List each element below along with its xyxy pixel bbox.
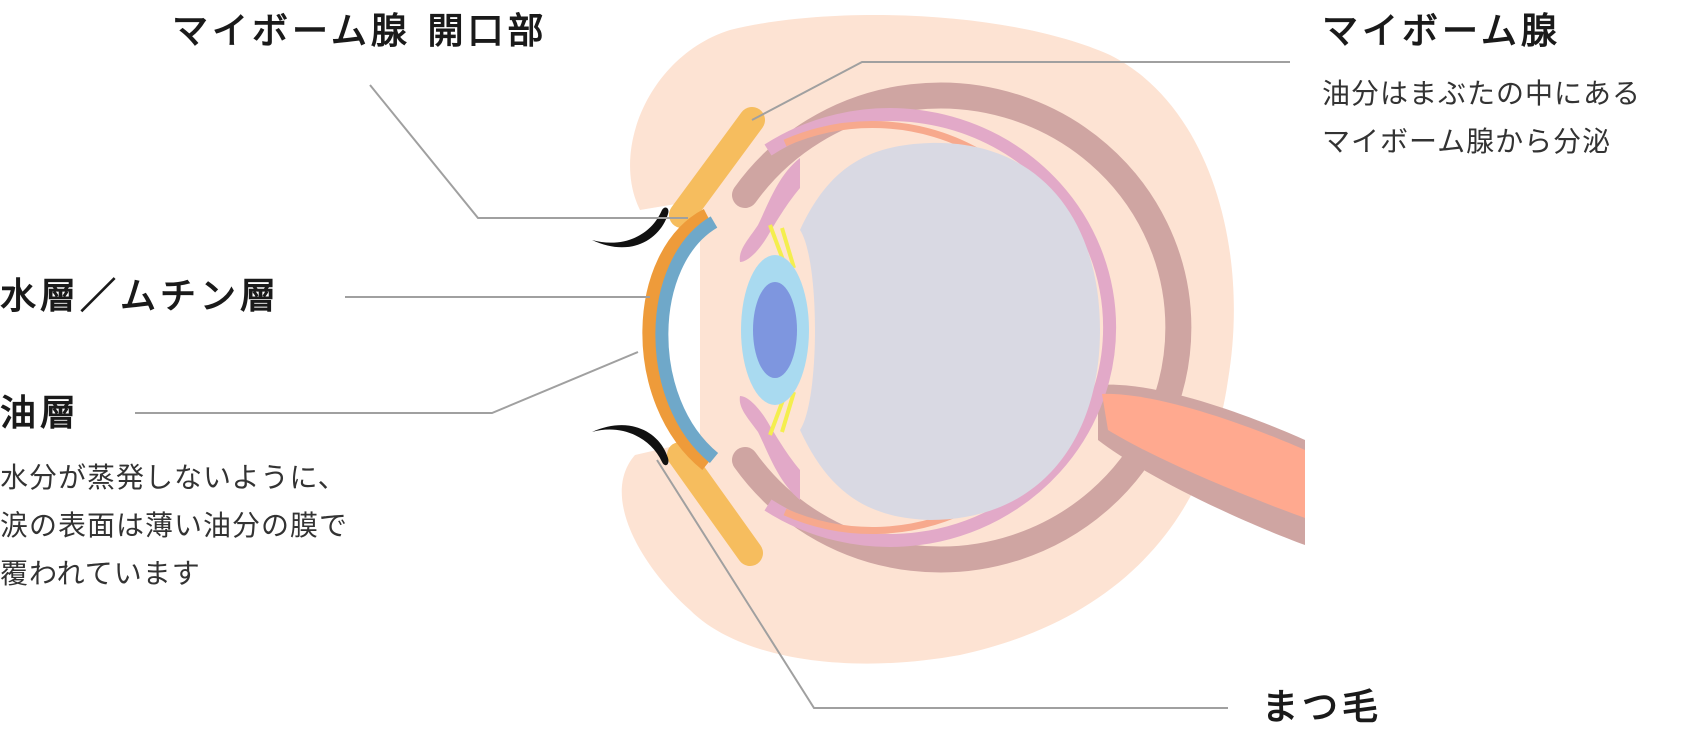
desc-meibomian-gland-line-2: マイボーム腺から分泌 [1322,125,1612,158]
tear-water-layer [655,216,719,464]
desc-meibomian-gland: 油分はまぶたの中にある マイボーム腺から分泌 [1322,70,1641,166]
leader-line-meibomian-gland [751,61,1290,121]
desc-oil-layer-line-2: 涙の表面は薄い油分の膜で [0,509,349,542]
leader-line-oil-layer [135,351,639,414]
upper-meibomian-gland [669,107,765,228]
optic-nerve [1102,393,1305,518]
upper-zonule-2 [780,227,796,269]
label-meibomian-orifice: マイボーム腺 開口部 [172,11,548,52]
leader-line-meibomian-orifice [369,84,688,219]
label-eyelashes: まつ毛 [1262,687,1383,728]
sclera [732,82,1192,573]
desc-oil-layer: 水分が蒸発しないように、 涙の表面は薄い油分の膜で 覆われています [0,454,348,598]
label-oil-layer: 油層 [0,393,81,434]
upper-ciliary-body [739,158,800,262]
lower-zonule-2 [780,391,796,433]
lower-eyelash [592,425,669,466]
desc-oil-layer-line-1: 水分が蒸発しないように、 [0,461,347,494]
lower-ciliary-body [739,396,800,500]
desc-oil-layer-line-3: 覆われています [0,557,201,590]
upper-eyelash [592,207,669,248]
label-water-mucin-layer: 水層／ムチン層 [0,276,281,317]
lower-meibomian-gland [667,442,763,566]
lens-nucleus [753,282,797,378]
vitreous-body [800,142,1100,520]
leader-line-eyelashes [656,459,1228,709]
choroid [764,108,1117,547]
tear-oil-layer [642,209,714,470]
desc-meibomian-gland-line-1: 油分はまぶたの中にある [1322,77,1642,110]
label-meibomian-gland: マイボーム腺 [1322,11,1561,52]
